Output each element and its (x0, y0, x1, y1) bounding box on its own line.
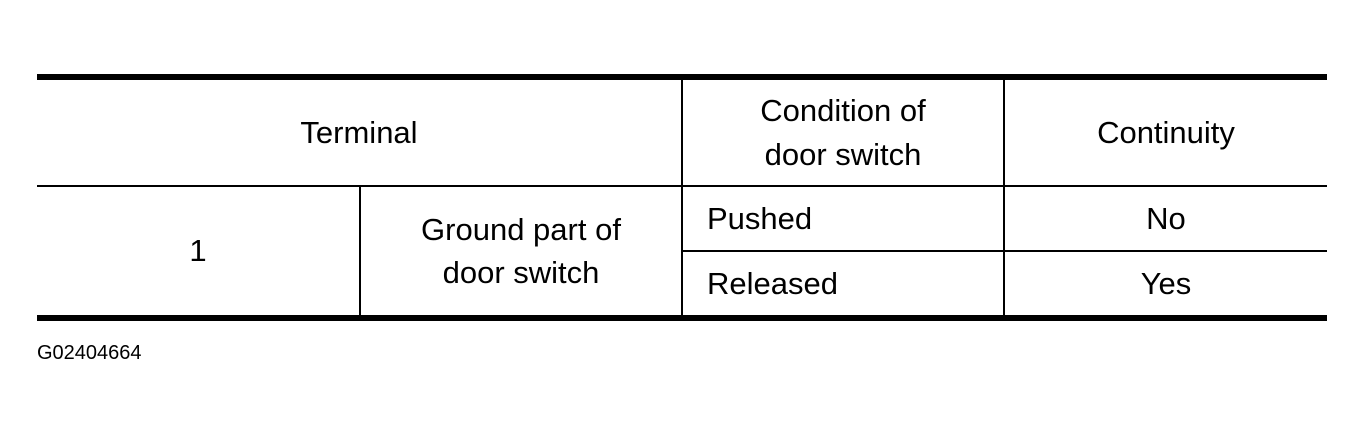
table-header-row: Terminal Condition of door switch Contin… (37, 77, 1327, 187)
terminal-description: Ground part of door switch (359, 186, 682, 318)
table-row: Released Yes (37, 251, 1327, 318)
condition-cell: Pushed (681, 186, 1004, 252)
terminal-description-line2: door switch (442, 255, 600, 290)
terminal-number: 1 (189, 233, 207, 269)
table-row: 1 Ground part of door switch Pushed No (37, 186, 1327, 318)
continuity-cell: Yes (1003, 251, 1327, 318)
figure-code: G02404664 (37, 342, 142, 364)
continuity-table: Terminal Condition of door switch Contin… (37, 74, 1327, 321)
condition-cell: Released (681, 251, 1004, 318)
header-condition-line1: Condition of (760, 93, 926, 129)
header-continuity: Continuity (1003, 77, 1327, 187)
continuity-cell: No (1003, 186, 1327, 252)
header-terminal: Terminal (37, 77, 682, 187)
header-condition-line2: door switch (764, 136, 922, 172)
terminal-description-line1: Ground part of (421, 211, 621, 247)
header-condition: Condition of door switch (681, 77, 1004, 187)
